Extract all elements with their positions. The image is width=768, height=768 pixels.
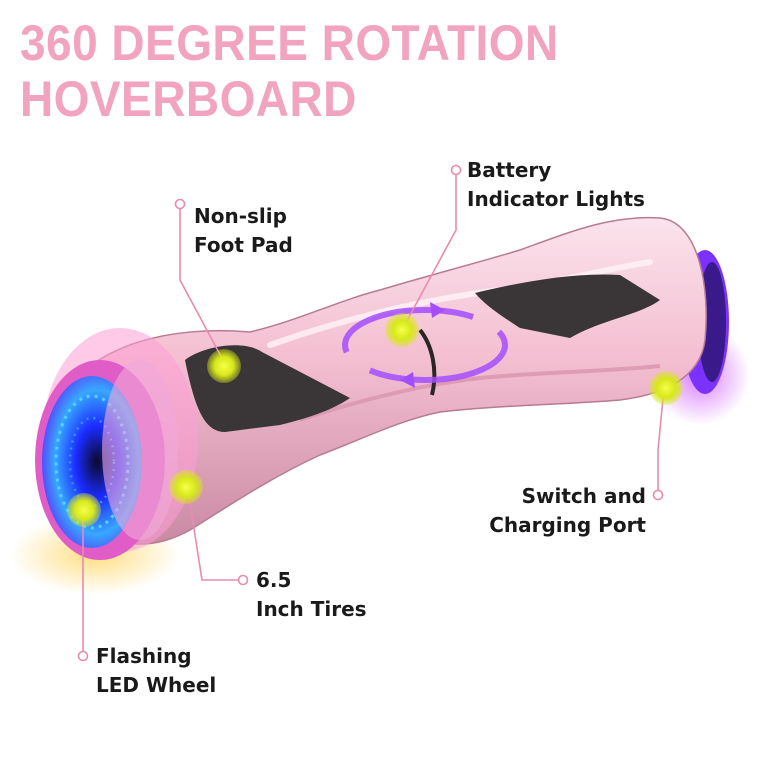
callout-switch-line-1: Switch and (521, 484, 646, 508)
callout-battery: Battery Indicator Lights (467, 156, 645, 214)
hotspot-battery (385, 313, 419, 347)
rotation-arrowhead-bottom (400, 372, 415, 388)
callout-led-wheel-line-1: Flashing (96, 644, 192, 668)
headline-line-1: 360 DEGREE ROTATION (20, 15, 559, 71)
hotspot-tires (169, 470, 203, 504)
callout-foot-pad-line-1: Non-slip (194, 204, 287, 228)
hotspot-foot-pad (207, 349, 241, 383)
rear-foot-pad (475, 274, 660, 338)
callout-led-wheel: Flashing LED Wheel (96, 642, 216, 700)
wheel-fender (102, 360, 178, 540)
hotspots (67, 313, 683, 527)
callout-anchors (77, 164, 664, 662)
hotspot-led-wheel (67, 493, 101, 527)
callout-led-wheel-line-2: LED Wheel (96, 673, 217, 697)
callout-tires-line-1: 6.5 (256, 568, 292, 592)
callout-leaders (82, 170, 665, 656)
rotation-arrowhead-top (430, 302, 445, 318)
callout-switch: Switch and Charging Port (489, 482, 646, 540)
rotation-arrow-ring (342, 307, 508, 383)
center-seam (418, 328, 437, 396)
body-crease (299, 364, 661, 422)
callout-battery-line-1: Battery (467, 158, 552, 182)
callout-foot-pad-line-2: Foot Pad (194, 233, 293, 257)
callout-switch-line-2: Charging Port (489, 513, 646, 537)
callout-battery-line-2: Indicator Lights (467, 187, 645, 211)
hotspot-switch (649, 371, 683, 405)
headline-line-2: HOVERBOARD (20, 71, 357, 127)
callout-tires-line-2: Inch Tires (256, 597, 367, 621)
callout-tires: 6.5 Inch Tires (256, 566, 367, 624)
callout-foot-pad: Non-slip Foot Pad (194, 202, 293, 260)
